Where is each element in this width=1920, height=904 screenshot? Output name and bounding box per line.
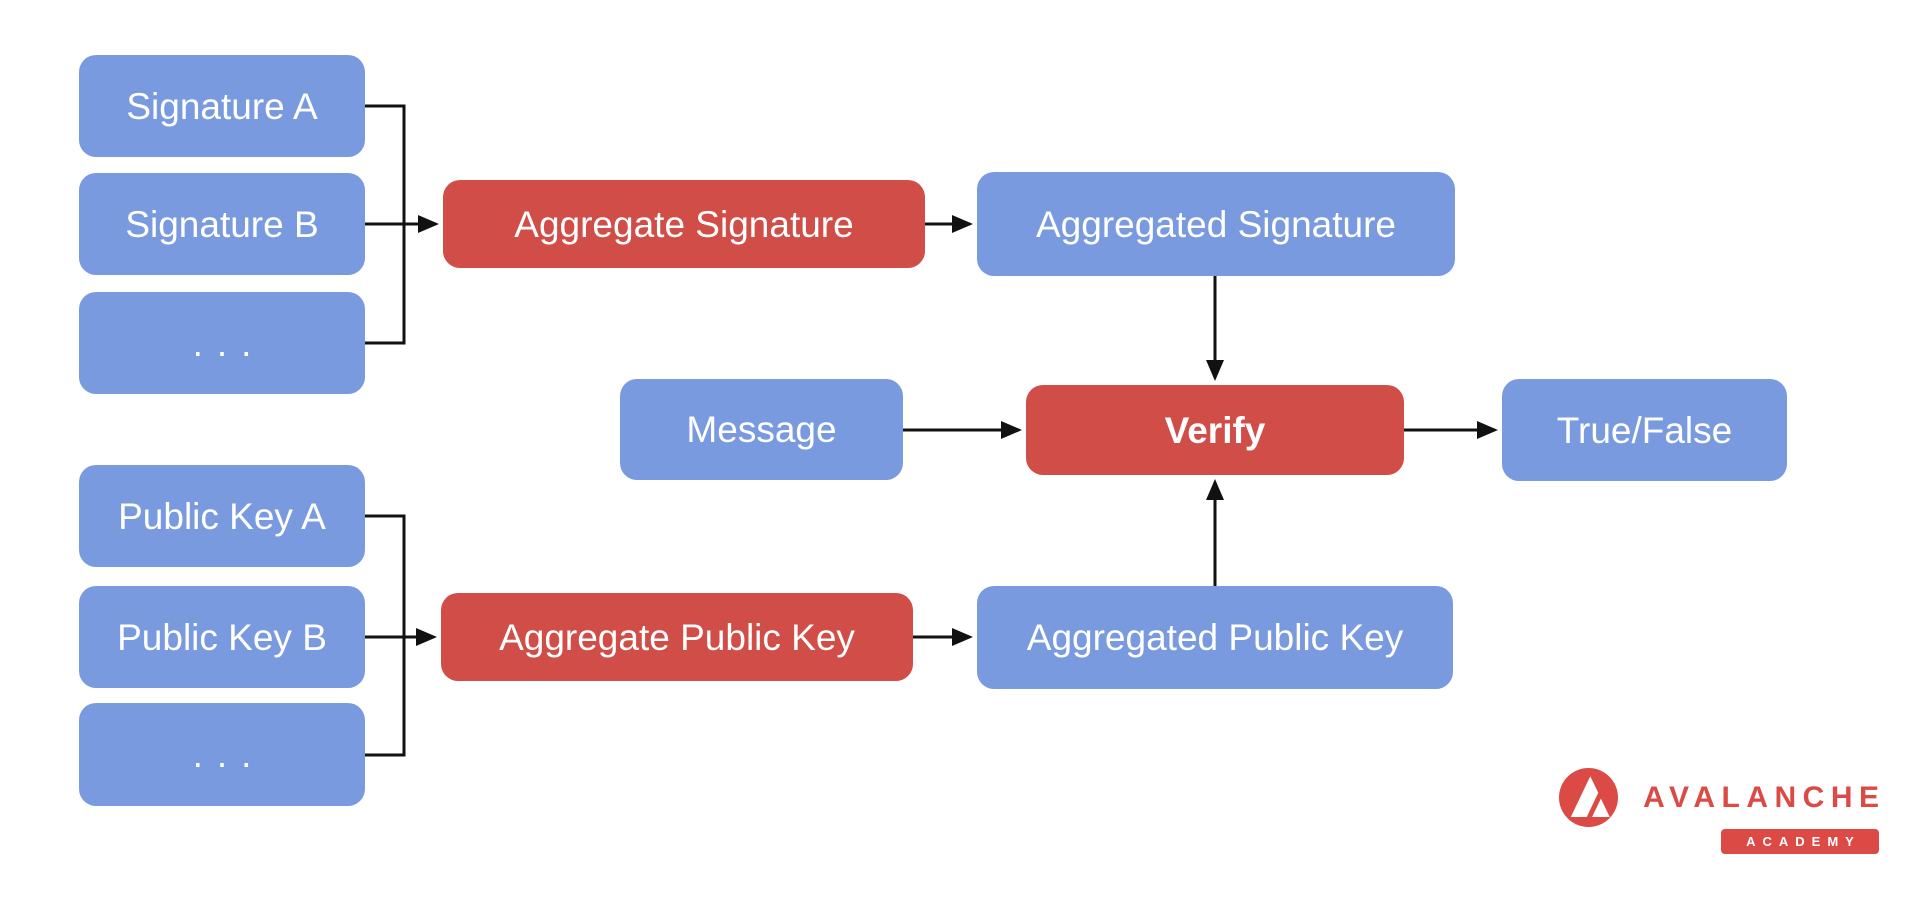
node-public-key-a: Public Key A — [79, 465, 365, 567]
node-public-key-ellipsis: ... — [79, 703, 365, 806]
node-signature-b: Signature B — [79, 173, 365, 275]
logo-row: AVALANCHE — [1559, 768, 1879, 827]
logo-academy-badge: ACADEMY — [1721, 829, 1879, 854]
logo-brand-text: AVALANCHE — [1643, 780, 1886, 814]
node-public-key-b: Public Key B — [79, 586, 365, 688]
node-aggregate-public-key: Aggregate Public Key — [441, 593, 913, 681]
node-aggregate-signature: Aggregate Signature — [443, 180, 925, 268]
node-aggregated-signature: Aggregated Signature — [977, 172, 1455, 276]
avalanche-academy-logo: AVALANCHE ACADEMY — [1559, 768, 1879, 854]
node-verify: Verify — [1026, 385, 1404, 475]
node-signature-a: Signature A — [79, 55, 365, 157]
edge-signatures-rail — [365, 104, 406, 345]
avalanche-icon — [1559, 768, 1618, 827]
edge-publickeys-rail — [365, 514, 406, 757]
node-message: Message — [620, 379, 903, 480]
node-true-false: True/False — [1502, 379, 1787, 481]
node-aggregated-public-key: Aggregated Public Key — [977, 586, 1453, 689]
node-signature-ellipsis: ... — [79, 292, 365, 394]
